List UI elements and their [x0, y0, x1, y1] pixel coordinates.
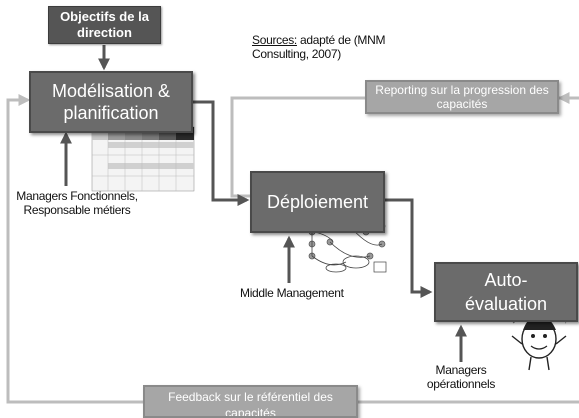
cartoon-character-image: [511, 313, 567, 371]
arrow-modelisation-deploiement: [193, 100, 250, 206]
objectifs-box: Objectifs de la direction: [48, 6, 161, 44]
middle-management-label: Middle Management: [240, 286, 344, 300]
sources-prefix: Sources:: [252, 33, 297, 47]
planning-table-image: [91, 126, 195, 192]
feedback-box: Feedback sur le référentiel des capacité…: [143, 385, 358, 418]
sources-note: Sources: adapté de (MNM Consulting, 2007…: [252, 33, 442, 61]
managers-operationnels-label: Managers opérationnels: [426, 363, 496, 391]
reporting-box: Reporting sur la progression des capacit…: [365, 80, 559, 114]
deploiement-box: Déploiement: [250, 171, 385, 233]
managers-fonctionnels-label: Managers Fonctionnels, Responsable métie…: [16, 189, 138, 217]
auto-evaluation-box: Auto-évaluation: [434, 262, 578, 322]
arrow-deploiement-autoevaluation: [385, 198, 433, 298]
sources-text: adapté de (MNM Consulting, 2007): [252, 33, 386, 61]
modelisation-box: Modélisation & planification: [29, 71, 193, 133]
